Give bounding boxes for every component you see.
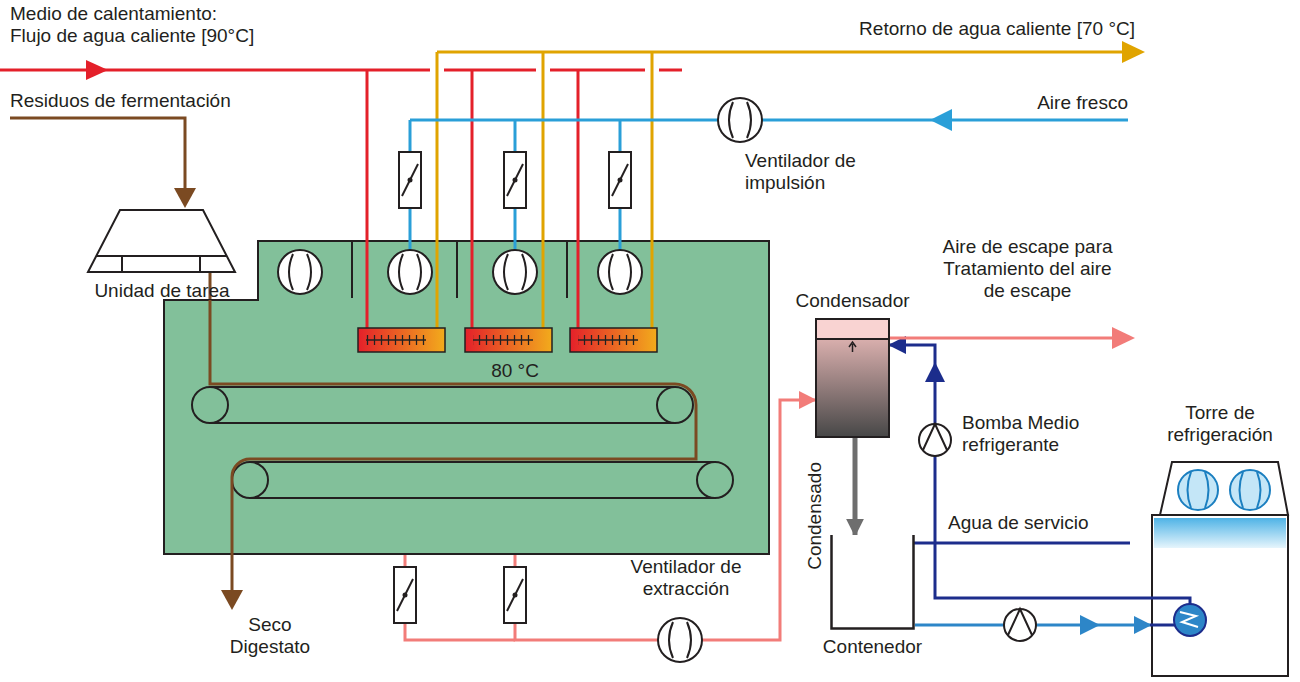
cooling-tower-shape [1160,462,1288,515]
feed-line [231,555,234,594]
process-illustration [504,567,526,623]
cooling-tower-shape [1154,518,1286,548]
dryer-shape [192,387,228,423]
service-water [895,543,1130,556]
dryer-shape [289,254,631,290]
container-box: Contenedor [830,535,915,630]
text-label: Condensado [804,461,826,571]
arrow-head [1112,327,1135,349]
dryer-shape [367,240,578,330]
text-label: Ventilador de impulsión [745,150,857,194]
node-label: Torre de refrigeración [1145,402,1295,446]
text-label: Medio de calentamiento: Flujo de agua ca… [10,3,262,47]
condensate-line [853,438,858,535]
node-label: 80 °C [465,360,565,382]
text-label: Seco Digestato [220,614,320,658]
container-shape [830,535,915,630]
service-water [895,543,1130,556]
dryer-shape [388,250,432,294]
cooling-tower-shape [1150,460,1290,678]
text-label: Retorno de agua caliente [70 °C] [859,18,1135,40]
text-label: Ventilador de extracción [608,556,764,600]
condenser-shape [816,319,889,339]
arrow-head [86,60,108,80]
feed-hopper [88,210,235,272]
coolant-line [890,345,1150,598]
condenser-shape [816,319,889,437]
process-illustration [399,152,421,208]
feed-line [10,118,185,192]
cooling-tower: Torre de refrigeración [1150,460,1290,678]
arrow-head [1122,41,1145,63]
text-label: Unidad de tarea [82,280,242,302]
dryer-shape [366,339,638,340]
dryer-shape [232,462,268,498]
dryer-shape [493,250,537,294]
dryer-shape [192,387,733,498]
dryer-shape [210,387,675,423]
hot-water-supply [367,70,578,240]
text-label: Residuos de fermentación [10,90,231,112]
dryer-shape [164,241,769,554]
hot-water-return [437,52,1125,240]
text-label: Aire fresco [1037,92,1128,114]
dryer-shape [657,387,693,423]
cooling-tower-shape [1188,472,1261,508]
container-shape [832,535,914,629]
process-illustration [394,567,416,623]
process-illustration [1004,609,1036,641]
dryer-shape [437,240,652,338]
condenser-shape [849,342,856,352]
process-illustration [718,98,762,142]
dryer-shape [250,462,715,498]
dryer-shape [278,250,322,294]
arrow-head [1080,615,1100,635]
dryer-shape [210,300,696,555]
hot-water-return [437,51,1125,54]
dryer-shape [598,250,642,294]
dryer-shape [366,335,638,345]
condenser-box: Condensador [815,318,890,438]
process-illustration [658,618,702,662]
cooling-tower-shape [1178,470,1270,510]
condenser-shape [815,318,890,438]
cooling-tower-shape [1230,470,1270,510]
exhaust-duct [405,555,515,640]
dryer-shape [352,242,567,298]
dryer-housing: 80 °C [163,240,770,555]
arrow-head [925,362,945,382]
exhaust-duct [890,337,1115,340]
fresh-air-duct [410,119,1128,122]
node-label: Contenedor [795,636,950,658]
cooling-tower-shape [1174,604,1206,636]
dryer-shape [358,328,657,352]
arrow-head [930,109,952,131]
dryer-shape [163,240,770,555]
text-label: Agua de servicio [948,512,1088,534]
cooling-tower-shape [1180,612,1198,627]
process-illustration [609,152,631,208]
fresh-air-duct [410,120,1128,240]
cooling-tower-shape [1178,470,1218,510]
cooling-tower-shape [1152,515,1288,676]
feed-hopper [88,210,235,272]
node-label: Condensador [770,290,935,312]
arrow-head [174,188,196,208]
fresh-air-duct [410,120,620,240]
text-label: Aire de escape para Tratamiento del aire… [935,236,1120,302]
process-illustration [504,152,526,208]
arrow-head [221,590,243,610]
dryer-shape [410,240,620,250]
text-label: Bomba Medio refrigerante [962,412,1127,456]
feed-hopper [96,256,227,272]
hot-water-supply [0,70,682,240]
process-illustration [919,424,951,456]
dryer-shape [278,250,642,294]
dryer-shape [697,462,733,498]
